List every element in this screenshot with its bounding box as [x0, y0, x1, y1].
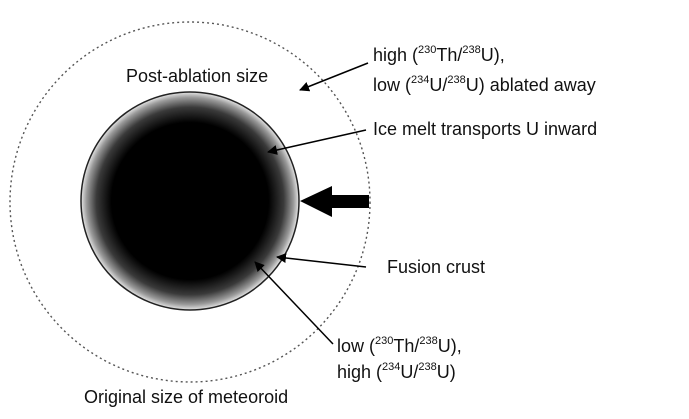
- interior-leader-arrow: [254, 261, 334, 345]
- post-ablation-size-label: Post-ablation size: [126, 66, 269, 86]
- ablated-leader-arrow: [299, 62, 369, 92]
- fusion-crust-label: Fusion crust: [387, 257, 486, 277]
- ablation-direction-arrow: [300, 186, 369, 217]
- ablated-ratio-label-line2: low (234U/238U) ablated away: [373, 74, 596, 96]
- ice-melt-leader-arrow: [267, 129, 367, 155]
- original-size-label: Original size of meteoroid: [84, 387, 289, 407]
- ice-melt-label: Ice melt transports U inward: [373, 119, 598, 139]
- meteoroid-core: [81, 92, 299, 310]
- original-size-circle: [9, 21, 371, 383]
- interior-ratio-label-line1: low (230Th/238U),: [337, 335, 462, 357]
- fusion-crust-leader-arrow: [276, 253, 367, 268]
- ablated-ratio-label-line1: high (230Th/238U),: [373, 44, 505, 66]
- fusion-crust-outline: [80, 91, 300, 311]
- interior-ratio-label-line2: high (234U/238U): [337, 361, 456, 383]
